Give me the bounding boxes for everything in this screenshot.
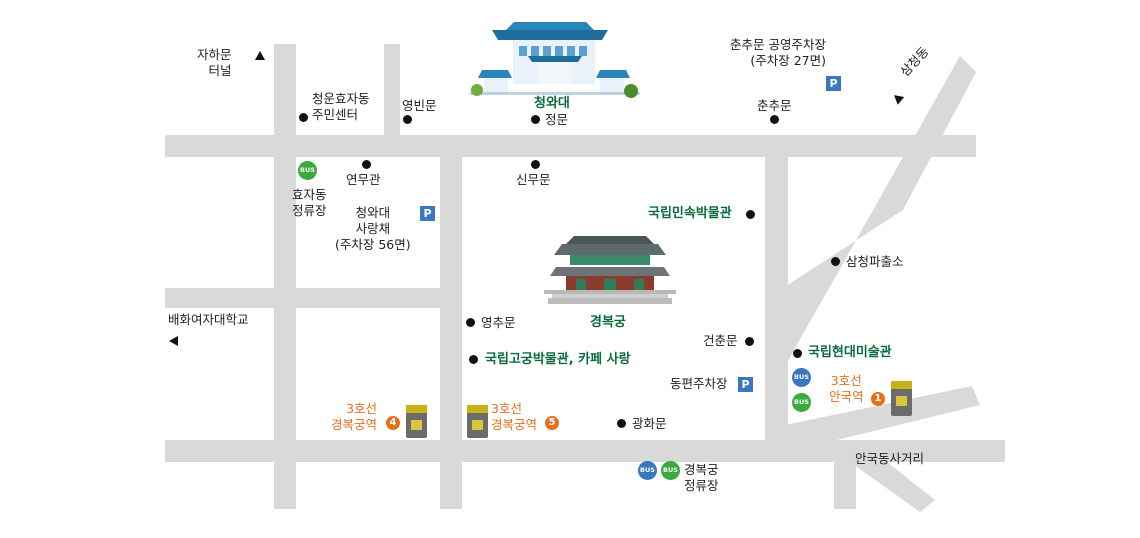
ewha-school-label: 배화여자대학교 [168,312,249,327]
subway-station-icons [406,381,912,438]
anguk-exit-1-badge: 1 [871,392,885,406]
anguk-station-label: 3호선 안국역 [829,373,864,404]
gbg-exit-5-badge: 5 [545,416,559,430]
chunchumun-parking-label: 춘추문 공영주차장 (주차장 27면) [730,37,826,68]
sarangchae-label: 청와대 사랑채 (주차장 56면) [335,205,411,252]
cheongun-center-marker [299,113,308,122]
yeongbinmun-marker [403,115,412,124]
yeonmugwan-marker [362,160,371,169]
hyoja-bus-stop-icon: BUS [298,161,317,180]
jaha-gate-tunnel-label: 자하문 터널 [197,47,232,78]
yeongchumun-label: 영추문 [481,315,516,330]
chunchumun-marker [770,115,779,124]
subway-icon-anguk [891,381,912,416]
gbg-bus-stop-label: 경복궁 정류장 [684,462,719,493]
gbg-station-5-label: 3호선 경복궁역 [491,401,538,432]
folk-museum-label: 국립민속박물관 [648,206,732,221]
sinmumun-marker [531,160,540,169]
palace-museum-marker [469,355,478,364]
subway-icon-gbg4 [406,405,427,438]
gbg-station-4-label: 3호선 경복궁역 [331,401,378,432]
geonchunmun-label: 건춘문 [703,333,738,348]
gbg-exit-4-badge: 4 [386,416,400,430]
geonchunmun-marker [745,337,754,346]
samcheong-police-label: 삼청파출소 [846,254,904,269]
anguk-bus-green-icon: BUS [792,393,811,412]
palace-museum-label: 국립고궁박물관, 카페 사랑 [485,352,631,367]
yeongchumun-marker [466,318,475,327]
jeongmun-marker [531,115,540,124]
cheongwadae-illustration [470,22,640,98]
sinmumun-label: 신무문 [516,172,551,187]
gwanghwamun-marker [617,419,626,428]
road-network [165,44,1005,512]
gwanghwamun-label: 광화문 [632,416,667,431]
chunchumun-label: 춘추문 [757,98,792,113]
yeonmugwan-label: 연무관 [346,172,381,187]
subway-icon-gbg5 [467,405,488,438]
gbg-bus-blue-icon: BUS [638,461,657,480]
gyeongbokgung-label: 경복궁 [590,315,626,330]
sarangchae-parking-icon: P [420,206,435,221]
mmca-marker [793,349,802,358]
chunchumun-parking-icon: P [826,76,841,91]
gyeongbokgung-illustration [544,236,676,304]
west-arrow-icon [169,336,178,346]
gbg-bus-green-icon: BUS [661,461,680,480]
east-parking-label: 동편주차장 [670,376,728,391]
north-arrow-icon [255,51,265,60]
cheongun-center-label: 청운효자동 주민센터 [312,91,370,122]
yeongbinmun-label: 영빈문 [402,98,437,113]
jeongmun-label: 정문 [545,112,569,127]
hyoja-bus-stop-label: 효자동 정류장 [292,187,327,218]
cheongwadae-label: 청와대 [534,96,570,111]
anguk-crossroad-label: 안국동사거리 [855,451,925,466]
anguk-bus-blue-icon: BUS [792,368,811,387]
samcheong-police-marker [831,257,840,266]
mmca-label: 국립현대미술관 [808,345,892,360]
east-parking-icon: P [738,377,753,392]
folk-museum-marker [746,210,755,219]
